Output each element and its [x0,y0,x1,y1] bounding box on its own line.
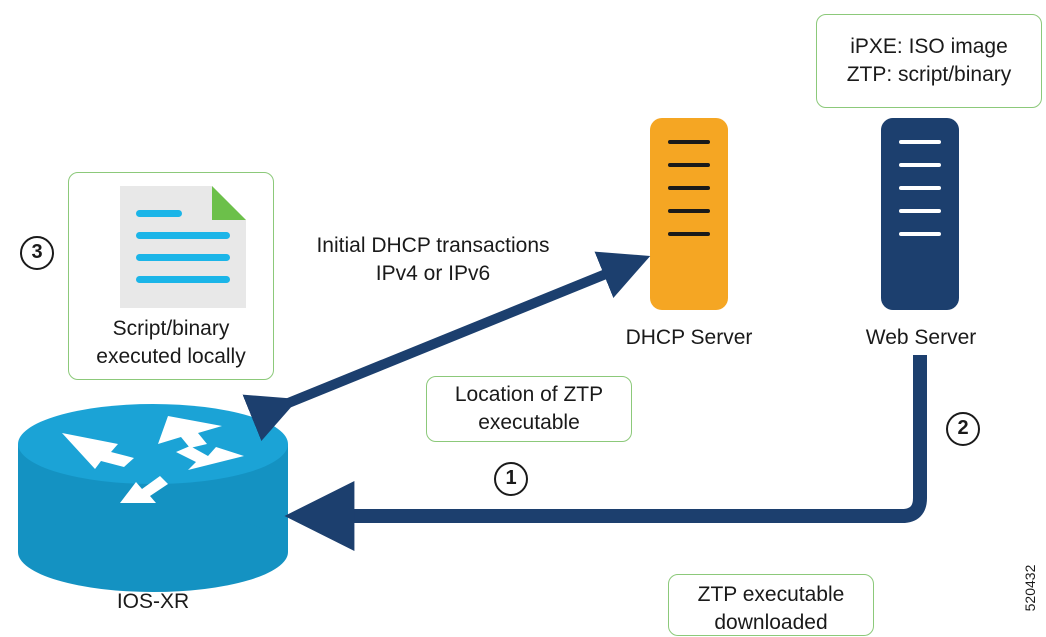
ztp-downloaded-line2: downloaded [714,611,828,634]
router-icon [18,404,288,592]
ztp-location-line2: executable [478,411,580,434]
dhcp-server-label: DHCP Server [625,326,753,349]
dhcp-transactions-line1: Initial DHCP transactions [316,234,550,257]
dhcp-transactions-arrow [242,251,651,441]
web-server-content-line1: iPXE: ISO image [850,35,1008,58]
script-executed-callout: Script/binary executed locally [68,172,274,380]
web-server-content-callout: iPXE: ISO image ZTP: script/binary [816,14,1042,108]
ztp-location-line1: Location of ZTP [454,383,604,406]
catalog-number: 520432 [1018,558,1042,618]
ztp-downloaded-line1: ZTP executable [697,583,845,606]
web-server-icon [881,118,959,310]
step-two-marker: 2 [946,412,980,446]
ztp-location-callout: Location of ZTP executable [426,376,632,442]
router-label: IOS-XR [116,590,190,613]
dhcp-transactions-line2: IPv4 or IPv6 [375,262,491,285]
script-document-icon [120,186,246,308]
dhcp-server-icon [650,118,728,310]
step-three-marker: 3 [20,236,54,270]
script-executed-line1: Script/binary [112,317,230,340]
web-server-label: Web Server [865,326,977,349]
ztp-flow-diagram [18,118,959,592]
dhcp-transactions-label: Initial DHCP transactions IPv4 or IPv6 [280,232,586,288]
ztp-downloaded-callout: ZTP executable downloaded [668,574,874,636]
step-one-marker: 1 [494,462,528,496]
web-server-content-line2: ZTP: script/binary [846,63,1012,86]
ztp-download-arrow [284,355,927,551]
script-executed-line2: executed locally [96,345,246,368]
catalog-number-text: 520432 [1022,564,1038,612]
